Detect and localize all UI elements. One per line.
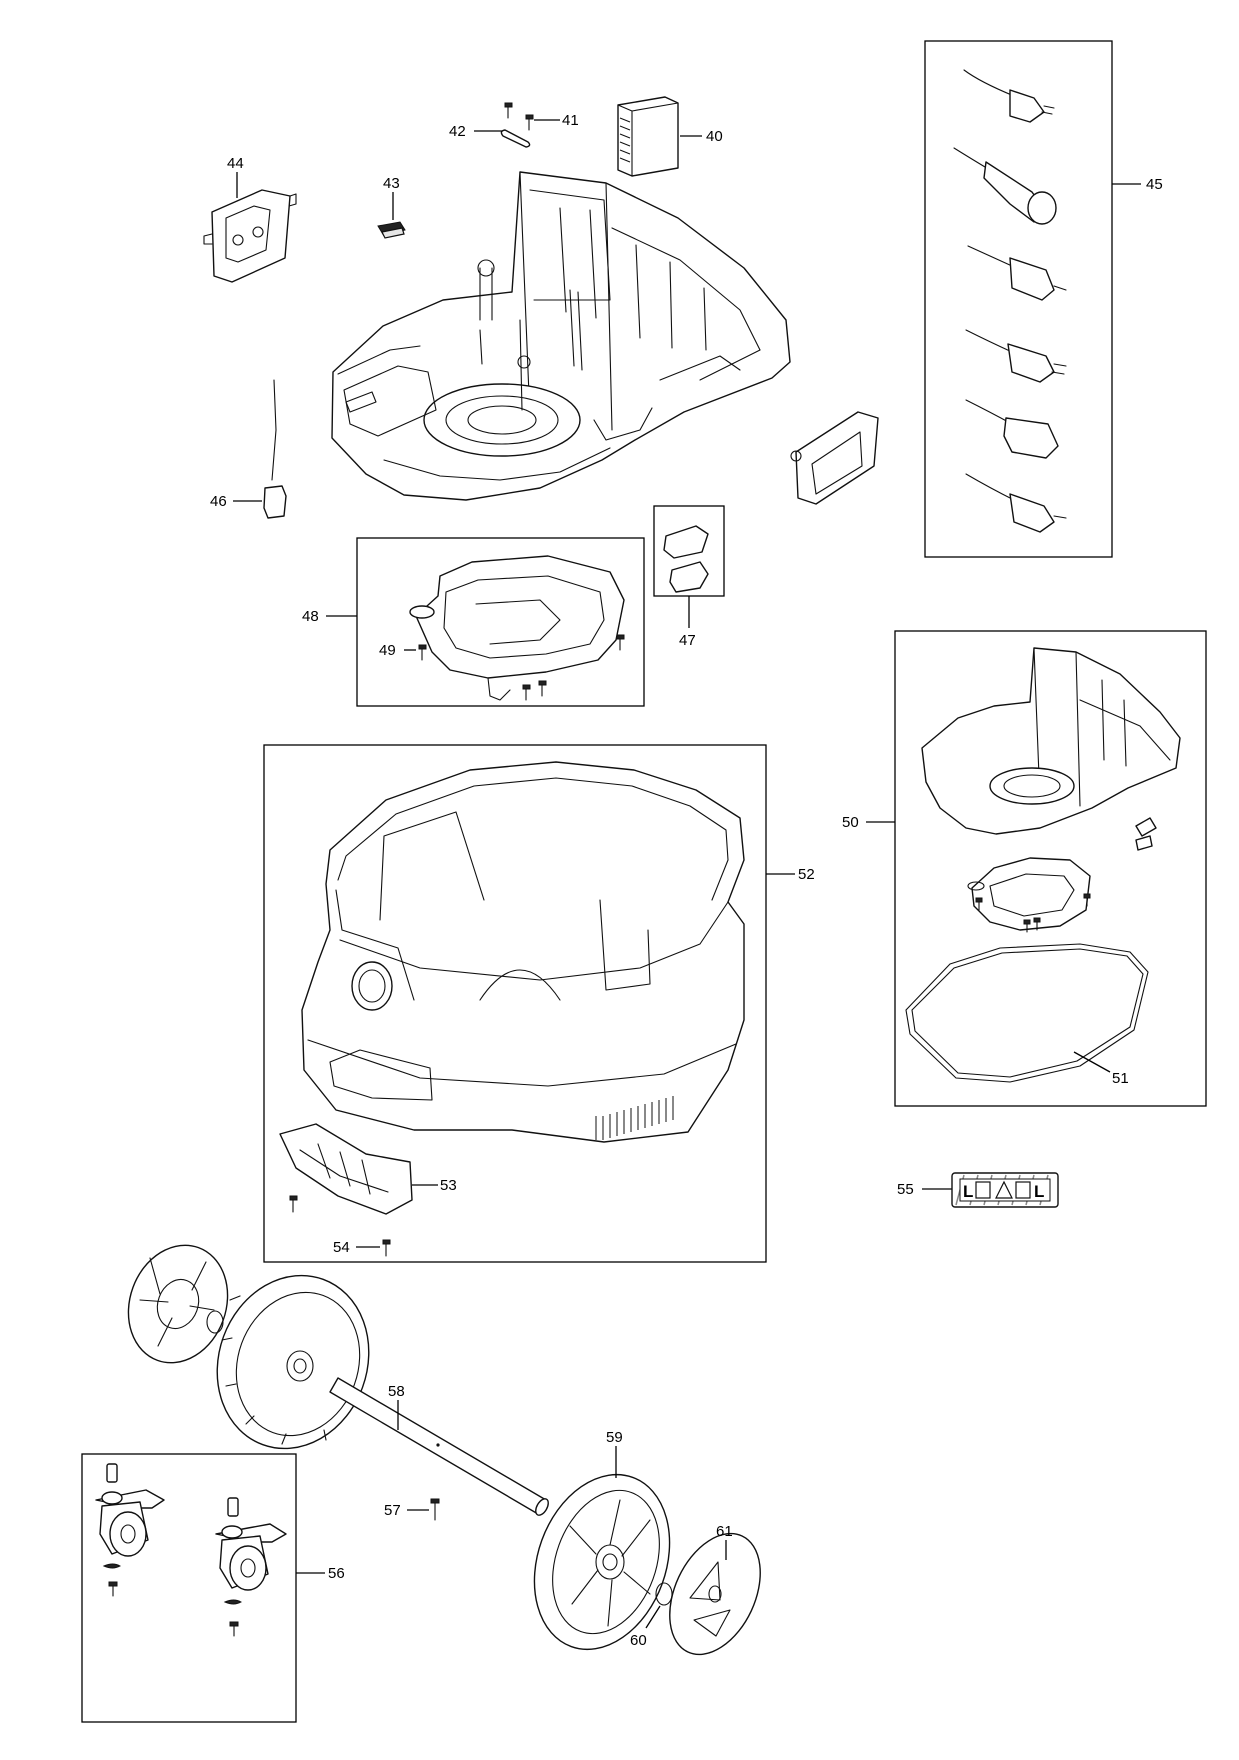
callout-52: 52 (798, 866, 815, 883)
callout-48: 48 (302, 608, 319, 625)
part-55-warning-label: L L (951, 1172, 1059, 1208)
part-51-gasket (905, 943, 1149, 1083)
part-45-plug-6 (965, 473, 1067, 533)
part-58-axle (329, 1377, 549, 1516)
callout-53: 53 (440, 1177, 457, 1194)
callout-60: 60 (630, 1632, 647, 1649)
hubcap-left (127, 1244, 229, 1364)
callout-57: 57 (384, 1502, 401, 1519)
callout-49: 49 (379, 642, 396, 659)
part-47-switch (663, 525, 709, 593)
part-45-plug-5 (965, 399, 1059, 459)
part-49-screw (418, 634, 625, 701)
part-41-screw (504, 102, 534, 131)
upper-housing (331, 171, 791, 501)
callout-43: 43 (383, 175, 400, 192)
callout-61: 61 (716, 1523, 733, 1540)
callout-58: 58 (388, 1383, 405, 1400)
part-57-screw (430, 1498, 440, 1521)
part-50-container (967, 857, 1091, 931)
label-55-text-right: L (1034, 1182, 1044, 1201)
part-48-box (356, 537, 645, 707)
part-45-plug-3 (967, 245, 1067, 301)
callout-50: 50 (842, 814, 859, 831)
part-59-wheel-right (533, 1473, 671, 1651)
callout-44: 44 (227, 155, 244, 172)
label-55-text: L (963, 1182, 973, 1201)
part-44-bracket (203, 189, 297, 283)
part-42-clip (500, 129, 531, 148)
part-45-plug-1 (963, 69, 1055, 123)
part-45-plug-2 (953, 147, 1057, 225)
part-50-screws (975, 893, 1091, 933)
callout-41: 41 (562, 112, 579, 129)
callout-59: 59 (606, 1429, 623, 1446)
callout-56: 56 (328, 1565, 345, 1582)
callout-40: 40 (706, 128, 723, 145)
callout-54: 54 (333, 1239, 350, 1256)
ring-left (206, 1310, 224, 1334)
part-54-screw (289, 1195, 391, 1257)
callout-45: 45 (1146, 176, 1163, 193)
part-52-box (263, 744, 767, 1263)
callout-47: 47 (679, 632, 696, 649)
wheel-left (216, 1274, 370, 1450)
callout-55: 55 (897, 1181, 914, 1198)
part-40-filter (617, 96, 679, 177)
handle-part (790, 411, 879, 505)
part-50-housing-assembly (921, 647, 1181, 851)
part-53-grille (279, 1123, 413, 1215)
part-48-container (409, 555, 625, 701)
part-56-caster-1 (95, 1463, 165, 1597)
part-46-cable (263, 379, 287, 519)
part-45-box (924, 40, 1113, 558)
part-56-box (81, 1453, 297, 1723)
part-45-plug-4 (965, 329, 1067, 383)
part-61-hubcap (669, 1532, 761, 1656)
part-43-connector (377, 221, 406, 239)
part-52-container (301, 761, 745, 1143)
callout-42: 42 (449, 123, 466, 140)
callout-46: 46 (210, 493, 227, 510)
callout-51: 51 (1112, 1070, 1129, 1087)
part-56-caster-2 (215, 1497, 287, 1637)
part-50-box (894, 630, 1207, 1107)
